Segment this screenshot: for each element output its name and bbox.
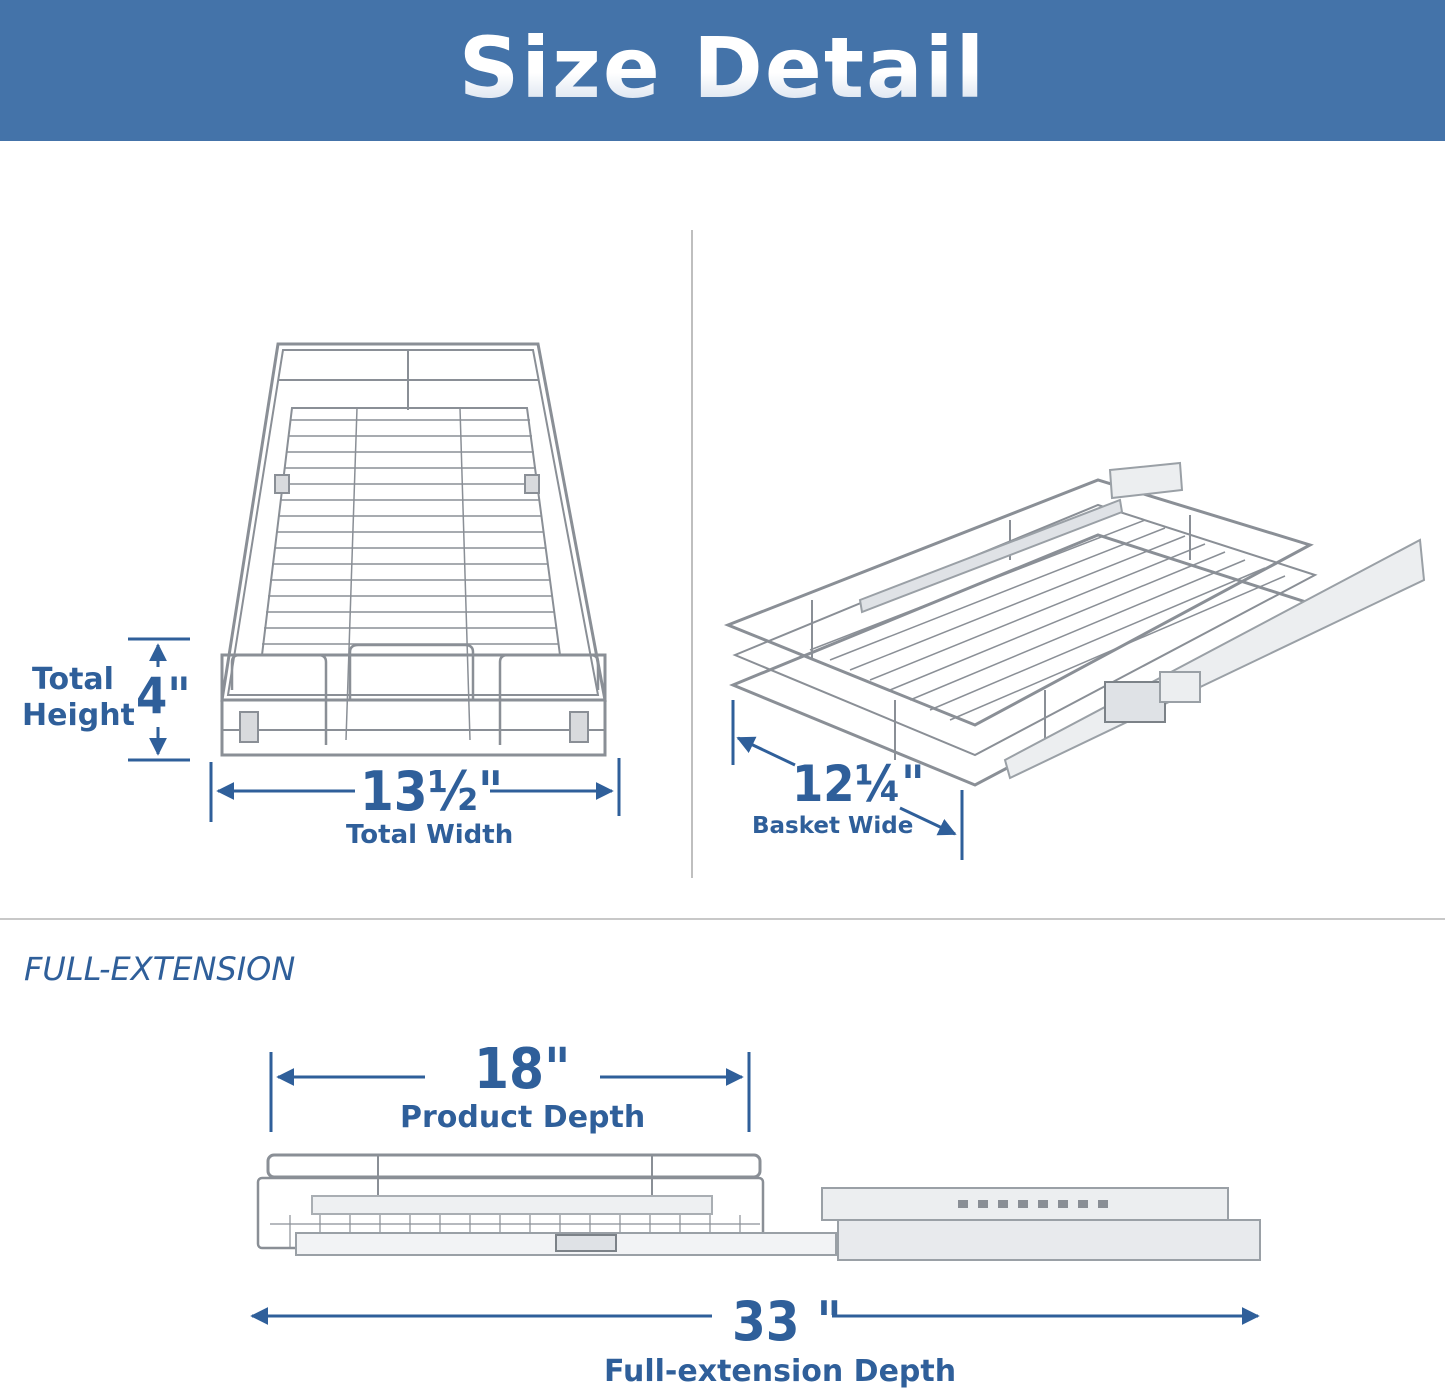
full-extension-depth-value: 33 " <box>732 1290 842 1353</box>
section-title-full-extension: FULL-EXTENSION <box>24 950 296 988</box>
full-extension-side-image <box>256 1153 1261 1261</box>
basket-perspective-image <box>723 461 1426 787</box>
product-depth-value: 18" <box>474 1037 571 1102</box>
basket-wide-value: 12¼" <box>792 755 925 813</box>
basket-wide-label: Basket Wide <box>752 813 914 839</box>
header-banner: Size Detail <box>0 0 1445 141</box>
product-depth-label: Product Depth <box>400 1100 646 1135</box>
horizontal-divider <box>0 918 1445 920</box>
vertical-divider <box>691 230 693 878</box>
total-width-value: 13½" <box>360 760 504 823</box>
total-height-label-line2: Height <box>22 698 135 733</box>
total-height-value: 4" <box>134 667 193 725</box>
basket-front-view-image <box>220 342 607 757</box>
product-depth-dimension-line <box>269 1052 751 1132</box>
basket-wide-dimension-line <box>731 700 964 860</box>
total-width-label: Total Width <box>346 820 514 850</box>
total-height-label-line1: Total <box>32 662 114 697</box>
height-dimension-line <box>128 637 190 762</box>
full-extension-depth-label: Full-extension Depth <box>604 1354 957 1389</box>
page-title: Size Detail <box>458 18 987 117</box>
width-dimension-line <box>209 758 621 822</box>
